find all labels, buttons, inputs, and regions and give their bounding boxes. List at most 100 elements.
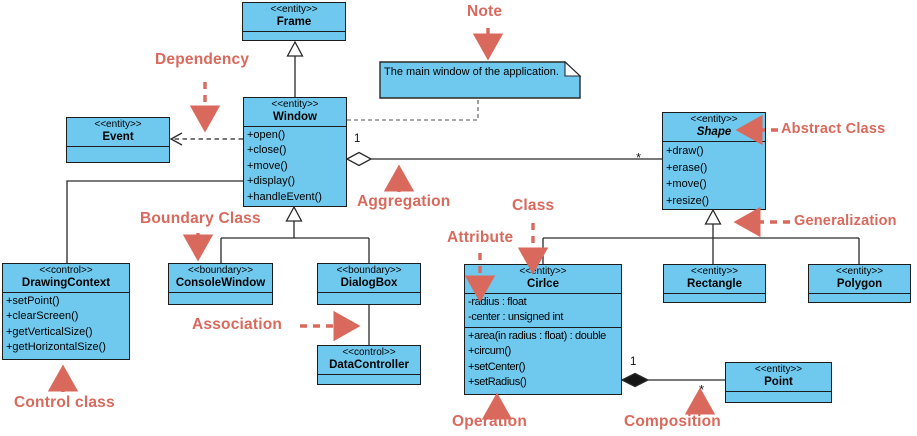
operation: +area(in radius : float) : double [468,330,606,342]
note-text: The main window of the application. [384,66,559,78]
operations-compartment: +area(in radius : float) : double +circu… [465,327,621,394]
empty-compartment [809,293,910,302]
aggregation-window-shape[interactable] [345,151,662,167]
class-polygon[interactable]: <<entity>> Polygon [808,264,911,303]
stereotype: <<boundary>> [187,265,254,276]
class-datacontroller[interactable]: <<control>> DataController [317,345,421,385]
class-header: <<entity>> Event [67,118,169,146]
class-dialogbox[interactable]: <<boundary>> DialogBox [317,263,421,305]
class-name: Point [764,376,793,388]
class-name: Shape [696,126,732,138]
operations-compartment: +open() +close() +move() +display() +han… [244,126,346,206]
stereotype: <<entity>> [690,266,739,277]
multiplicity-aggregation-many: * [636,150,642,165]
stereotype: <<entity>> [754,364,803,375]
stereotype: <<entity>> [690,114,738,125]
operation: +close() [247,144,287,157]
generalization-children-shape[interactable] [542,208,860,264]
operation: +setPoint() [6,295,60,307]
operation: +erase() [666,161,708,174]
operation: +clearScreen() [6,310,79,323]
operation: +setCenter() [468,360,526,373]
operation: +resize() [666,194,710,207]
class-drawingcontext[interactable]: <<control>> DrawingContext +setPoint() +… [2,263,130,360]
operation: +setRadius() [468,376,527,389]
class-point[interactable]: <<entity>> Point [725,362,832,403]
generalization-window-frame[interactable] [286,40,304,97]
class-name: DialogBox [340,277,398,289]
label-boundary-class: Boundary Class [140,210,261,227]
label-operation: Operation [452,413,528,430]
dependency-window-event[interactable] [169,132,243,146]
empty-compartment [318,374,420,384]
label-aggregation: Aggregation [357,193,451,210]
label-note: Note [467,3,503,20]
label-dependency: Dependency [155,51,250,68]
empty-compartment [664,293,765,302]
note-shape[interactable] [379,60,582,99]
label-association: Association [192,316,283,333]
class-header: <<entity>> Polygon [809,265,910,293]
stereotype: <<control>> [342,347,396,358]
composition-circle-point[interactable] [620,372,725,388]
operation: +move() [247,159,288,172]
class-header: <<entity>> Point [726,363,831,391]
stereotype: <<entity>> [270,4,318,15]
operation: +move() [666,178,707,191]
empty-compartment [169,292,272,304]
operation: +getVerticalSize() [6,325,93,338]
class-header: <<entity>> Cirlce [465,265,621,293]
class-name: Cirlce [527,278,559,290]
generalization-children-window[interactable] [220,205,370,263]
class-header: <<boundary>> DialogBox [318,264,420,292]
multiplicity-aggregation-1: 1 [354,133,361,145]
operation: +draw() [666,145,704,157]
multiplicity-composition-many: * [699,382,705,397]
label-abstract-class: Abstract Class [781,121,886,137]
note-anchor-line [347,98,479,121]
class-name: Frame [276,16,312,28]
class-shape[interactable]: <<entity>> Shape +draw() +erase() +move(… [662,112,766,210]
stereotype: <<entity>> [519,266,567,277]
class-rectangle[interactable]: <<entity>> Rectangle [663,264,766,303]
operation: +open() [247,129,286,141]
class-frame[interactable]: <<entity>> Frame [242,2,346,41]
stereotype: <<entity>> [271,99,319,110]
class-header: <<entity>> Frame [243,3,345,31]
class-window[interactable]: <<entity>> Window +open() +close() +move… [243,97,347,207]
label-composition: Composition [624,413,721,430]
label-control-class: Control class [14,394,115,411]
operation: +getHorizontalSize() [6,341,106,354]
class-name: ConsoleWindow [175,277,266,289]
stereotype: <<entity>> [94,119,142,130]
operation: +circum() [468,345,511,358]
empty-compartment [243,31,345,40]
class-name: Polygon [836,278,883,290]
label-attribute: Attribute [447,229,514,246]
class-header: <<boundary>> ConsoleWindow [169,264,272,292]
operations-compartment: +setPoint() +clearScreen() +getVerticalS… [3,292,129,359]
class-name: Rectangle [687,278,742,290]
empty-compartment [726,391,831,402]
class-event[interactable]: <<entity>> Event [66,117,170,163]
class-circle[interactable]: <<entity>> Cirlce -radius : float -cente… [464,264,622,395]
attribute: -radius : float [468,296,527,308]
empty-compartment [318,292,420,304]
class-header: <<control>> DrawingContext [3,264,129,292]
operation: +handleEvent() [247,190,322,203]
operations-compartment: +draw() +erase() +move() +resize() [663,141,765,209]
class-consolewindow[interactable]: <<boundary>> ConsoleWindow [168,263,273,305]
class-header: <<control>> DataController [318,346,420,374]
class-name: Event [102,131,134,143]
class-name: Window [273,111,317,123]
class-header: <<entity>> Window [244,98,346,126]
class-name: DrawingContext [21,277,111,289]
label-class: Class [512,197,555,214]
class-header: <<entity>> Shape [663,113,765,141]
stereotype: <<entity>> [835,266,884,277]
class-header: <<entity>> Rectangle [664,265,765,293]
class-name: DataController [329,359,409,371]
association-window-drawingcontext[interactable] [66,180,243,263]
